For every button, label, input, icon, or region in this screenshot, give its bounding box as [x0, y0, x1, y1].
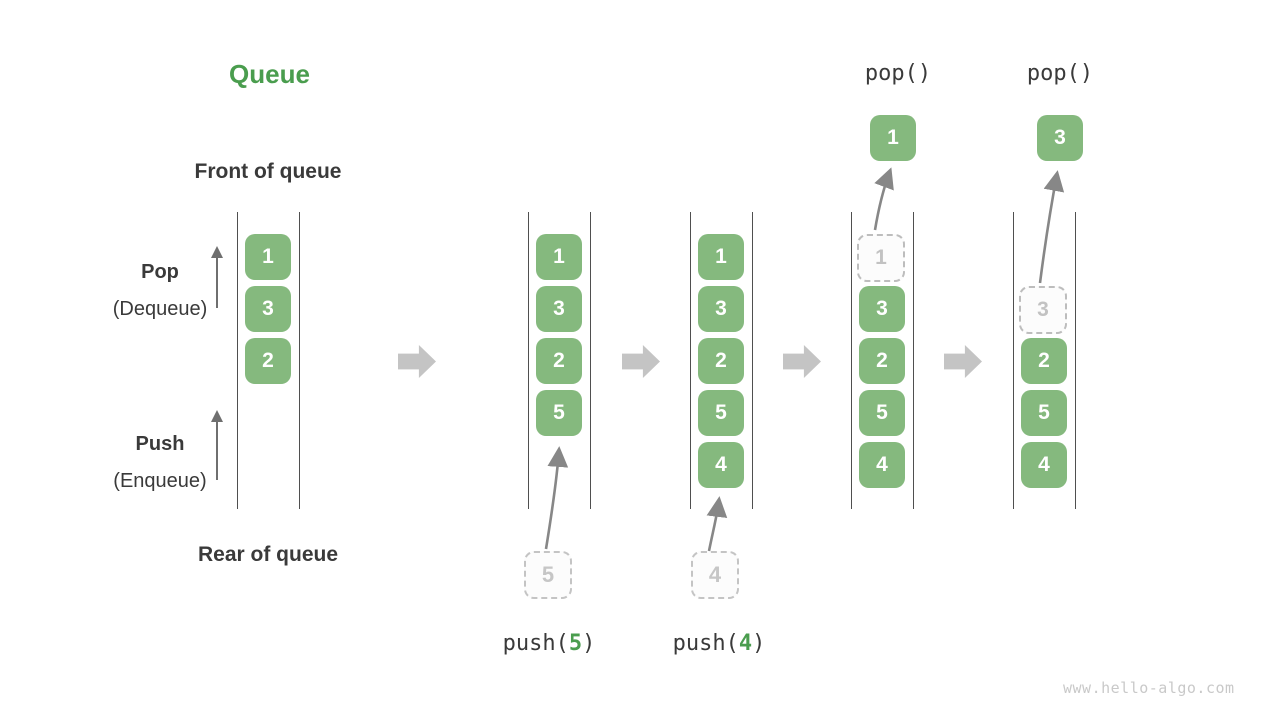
- enqueue-side-label: (Enqueue): [113, 470, 207, 492]
- queue-state-3: 1 3 2 5 4: [690, 212, 753, 509]
- queue-item: 2: [536, 338, 582, 384]
- transition-arrow-icon: [944, 345, 982, 378]
- push-direction-arrow-icon: [211, 410, 223, 480]
- queue-item: 5: [859, 390, 905, 436]
- queue-state-5: 3 2 5 4: [1013, 212, 1076, 509]
- transition-arrow-icon: [783, 345, 821, 378]
- removed-item-slot: 1: [857, 234, 905, 282]
- transition-arrow-icon: [398, 345, 436, 378]
- arrow-head: [211, 246, 223, 258]
- push-operation-label: push(4): [639, 631, 799, 656]
- removed-item-slot: 3: [1019, 286, 1067, 334]
- queue-item: 3: [859, 286, 905, 332]
- queue-item: 1: [536, 234, 582, 280]
- queue-item: 1: [245, 234, 291, 280]
- op-text: ): [752, 631, 766, 656]
- queue-item: 3: [698, 286, 744, 332]
- pop-operation-label: pop(): [1026, 61, 1094, 86]
- queue-item: 2: [859, 338, 905, 384]
- incoming-value-box: 4: [691, 551, 739, 599]
- queue-item: 4: [1021, 442, 1067, 488]
- queue-item: 5: [1021, 390, 1067, 436]
- op-text: ): [582, 631, 596, 656]
- front-of-queue-label: Front of queue: [194, 160, 342, 183]
- rear-of-queue-label: Rear of queue: [197, 543, 339, 566]
- queue-state-2: 1 3 2 5: [528, 212, 591, 509]
- arrow-shaft: [216, 256, 219, 308]
- pop-operation-label: pop(): [864, 61, 932, 86]
- arrow-head: [211, 410, 223, 422]
- pop-direction-arrow-icon: [211, 246, 223, 308]
- op-text: push(: [672, 631, 739, 656]
- queue-item: 4: [859, 442, 905, 488]
- queue-item: 4: [698, 442, 744, 488]
- queue-item: 2: [245, 338, 291, 384]
- push-operation-label: push(5): [469, 631, 629, 656]
- queue-item: 5: [698, 390, 744, 436]
- op-text: push(: [502, 631, 569, 656]
- transition-arrow-icon: [622, 345, 660, 378]
- queue-item: 2: [698, 338, 744, 384]
- queue-item: 5: [536, 390, 582, 436]
- dequeue-side-label: (Dequeue): [112, 298, 208, 320]
- queue-state-4: 1 3 2 5 4: [851, 212, 914, 509]
- diagram-title: Queue: [229, 59, 310, 89]
- queue-state-1: 1 3 2: [237, 212, 300, 509]
- queue-item: 1: [698, 234, 744, 280]
- arrow-shaft: [216, 420, 219, 480]
- push-side-label: Push: [135, 433, 185, 455]
- op-argument: 5: [568, 631, 583, 656]
- popped-value-box: 3: [1037, 115, 1083, 161]
- queue-item: 2: [1021, 338, 1067, 384]
- site-watermark: www.hello-algo.com: [1063, 679, 1235, 697]
- queue-item: 3: [536, 286, 582, 332]
- op-argument: 4: [738, 631, 753, 656]
- pop-side-label: Pop: [141, 261, 179, 283]
- queue-item: 3: [245, 286, 291, 332]
- popped-value-box: 1: [870, 115, 916, 161]
- incoming-value-box: 5: [524, 551, 572, 599]
